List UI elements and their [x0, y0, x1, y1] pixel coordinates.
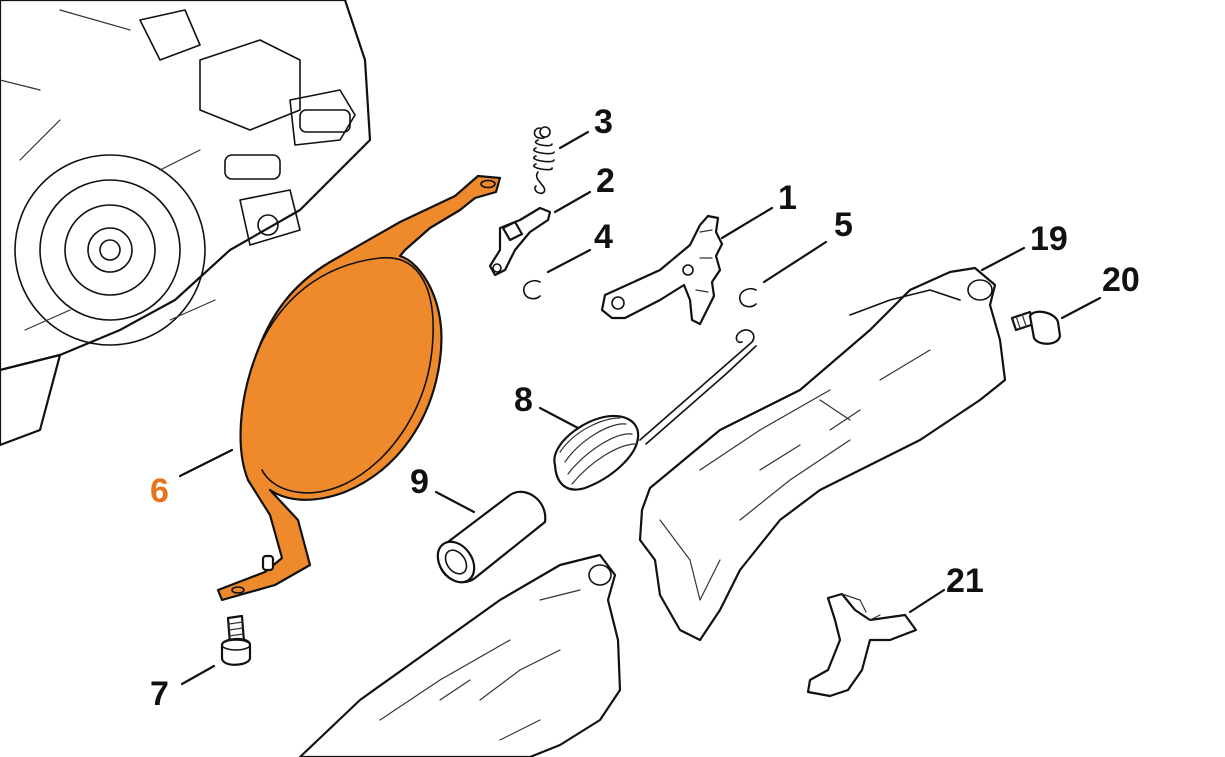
part-label-21: 21 [946, 562, 984, 600]
hand-guard-part-19[interactable] [638, 266, 1007, 642]
part-label-5: 5 [834, 206, 853, 244]
hand-guard-lower [298, 553, 622, 757]
leader-19 [980, 246, 1026, 272]
leader-3 [558, 130, 590, 150]
bolt-part-20[interactable] [1010, 310, 1062, 345]
part-label-4: 4 [594, 218, 613, 256]
leader-7 [180, 664, 216, 686]
leader-6 [178, 448, 234, 478]
part-label-7: 7 [150, 675, 169, 713]
leader-9 [434, 490, 476, 514]
tension-spring-part-3[interactable] [533, 126, 555, 195]
leader-20 [1060, 296, 1102, 320]
e-clip-part-5[interactable] [738, 287, 757, 308]
part-label-9: 9 [410, 463, 429, 501]
sleeve-part-9[interactable] [430, 490, 547, 589]
brake-band-part-6[interactable] [216, 174, 502, 602]
part-label-19: 19 [1030, 220, 1068, 258]
leader-5 [762, 240, 828, 284]
leader-21 [908, 588, 946, 614]
part-label-3: 3 [594, 103, 613, 141]
clip-part-21[interactable] [806, 592, 918, 698]
leader-8 [538, 406, 580, 430]
part-label-1: 1 [778, 179, 797, 217]
e-clip-part-4[interactable] [522, 279, 541, 300]
leader-2 [553, 190, 592, 214]
engine-housing [0, 0, 372, 447]
part-label-2: 2 [596, 162, 615, 200]
screw-part-7[interactable] [220, 614, 252, 666]
part-label-8: 8 [514, 381, 533, 419]
part-label-20: 20 [1102, 261, 1140, 299]
linkage-lever-part-1[interactable] [600, 214, 724, 326]
leader-lines [178, 130, 1102, 686]
part-label-6: 6 [150, 472, 169, 510]
part-labels: 3 2 4 1 5 19 20 8 9 6 7 21 [150, 103, 1140, 713]
hook-spring-part-8[interactable] [553, 329, 757, 491]
leader-1 [720, 206, 774, 240]
leader-4 [546, 248, 592, 274]
lever-part-2[interactable] [488, 206, 552, 277]
